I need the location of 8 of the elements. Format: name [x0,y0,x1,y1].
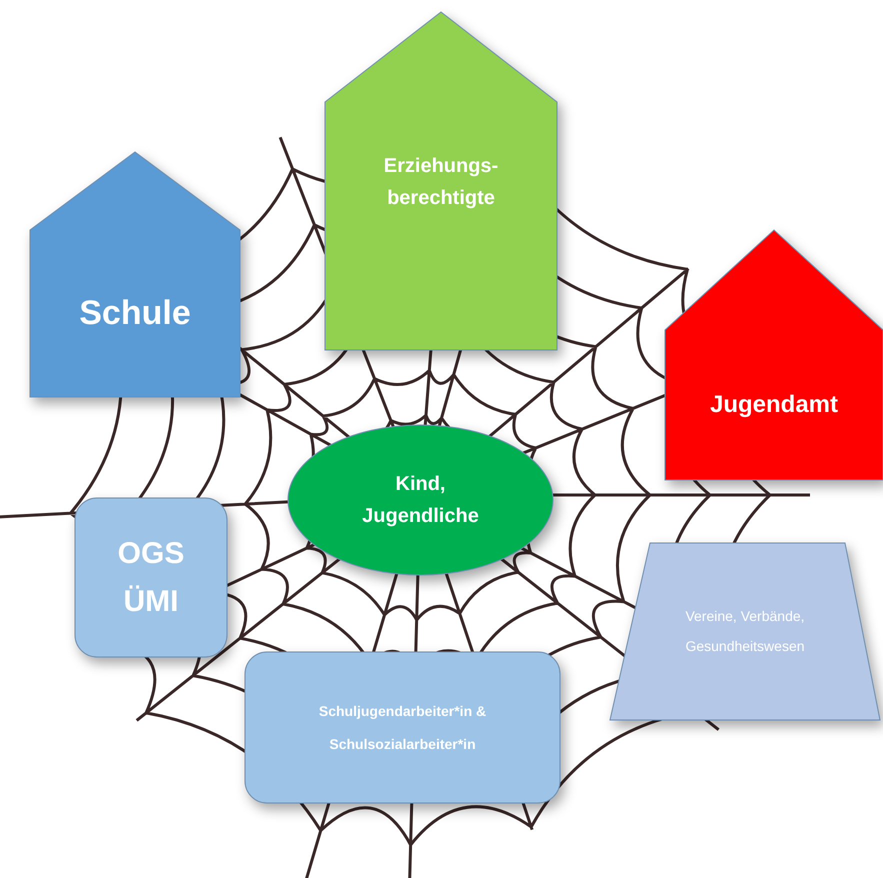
node-label: ÜMI [124,584,178,620]
node-label: Vereine, Verbände, Gesundheitswesen [684,607,806,656]
node-label: Jugendamt [710,390,838,420]
node-label: Schuljugendarbeiter*in & Schulsozialarbeiter*in [318,702,488,754]
node-label: Kind, Jugendliche [361,472,480,529]
node-label: OGS [118,536,184,572]
node-label: Erziehungs- berechtigte [382,154,500,211]
node-label: Schule [79,293,191,334]
